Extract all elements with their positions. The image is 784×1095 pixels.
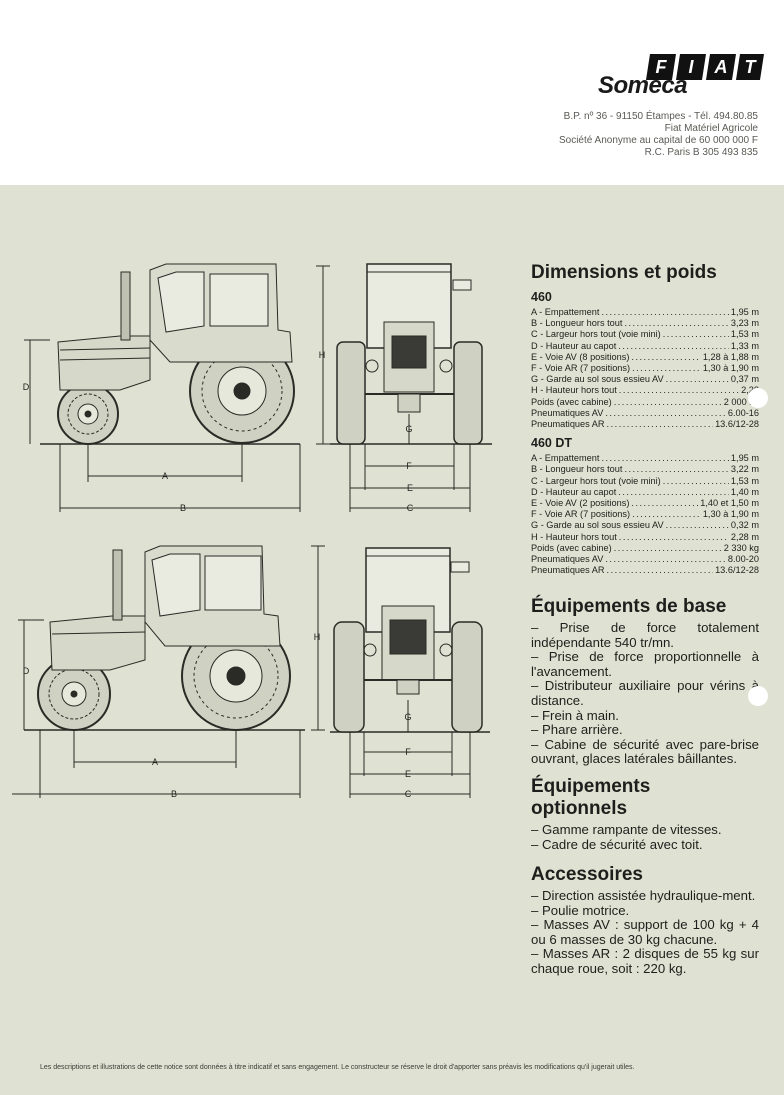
dimensions-section: Dimensions et poids 460 A - Empattement1… <box>531 262 759 576</box>
label-a: A <box>152 757 158 767</box>
list-item: – Masses AV : support de 100 kg + 4 ou 6… <box>531 917 759 947</box>
label-b: B <box>171 789 177 799</box>
label-d: D <box>23 666 30 676</box>
tractor-front-view-460dt <box>330 547 490 798</box>
label-d: D <box>23 382 30 392</box>
list-item: – Distributeur auxiliaire pour vérins à … <box>531 678 759 708</box>
model-title: 460 <box>531 290 552 304</box>
label-h: H <box>314 632 321 642</box>
someca-logo-text: Someca <box>598 72 688 99</box>
label-a: A <box>162 471 168 481</box>
spec-row: A - Empattement1,95 m <box>531 307 759 318</box>
spec-row: G - Garde au sol sous essieu AV0,37 m <box>531 374 759 385</box>
spec-list-460: A - Empattement1,95 m B - Longueur hors … <box>531 307 759 430</box>
spec-row: C - Largeur hors tout (voie mini)1,53 m <box>531 329 759 340</box>
spec-list-460dt: A - Empattement1,95 m B - Longueur hors … <box>531 453 759 576</box>
address-line: B.P. nº 36 - 91150 Étampes - Tél. 494.80… <box>563 111 758 122</box>
header-band <box>0 0 784 185</box>
address-line: Fiat Matériel Agricole <box>664 123 758 134</box>
spec-row: A - Empattement1,95 m <box>531 453 759 464</box>
footer-disclaimer: Les descriptions et illustrations de cet… <box>40 1064 635 1071</box>
company-address: B.P. nº 36 - 91150 Étampes - Tél. 494.80… <box>559 111 758 159</box>
label-f: F <box>406 461 412 471</box>
spec-row: D - Hauteur au capot1,33 m <box>531 341 759 352</box>
label-c: C <box>407 503 414 513</box>
list-item: – Direction assistée hydraulique-ment. <box>531 888 756 903</box>
list-item: – Masses AR : 2 disques de 55 kg sur cha… <box>531 946 759 976</box>
spec-row: F - Voie AR (7 positions)1,30 à 1,90 m <box>531 363 759 374</box>
tractor-drawings: A B H D F E C G A B H D F E C G <box>12 263 492 799</box>
spec-row: F - Voie AR (7 positions)1,30 à 1,90 m <box>531 509 759 520</box>
fiat-letter: A <box>714 57 728 77</box>
binder-hole <box>748 388 768 408</box>
spec-row: C - Largeur hors tout (voie mini)1,53 m <box>531 476 759 487</box>
binder-hole <box>748 686 768 706</box>
optional-equipment-title-line2: optionnels <box>531 798 628 819</box>
list-item: – Cabine de sécurité avec pare-brise ouv… <box>531 736 759 767</box>
tractor-side-view-460 <box>40 263 301 512</box>
label-g: G <box>404 712 411 722</box>
optional-equipment-title-line1: Équipements <box>531 776 651 797</box>
optional-equipment-section: Équipements optionnels – Gamme rampante … <box>531 776 759 852</box>
spec-row: H - Hauteur hors tout2,28 m <box>531 532 759 543</box>
spec-row: Poids (avec cabine)2 330 kg <box>531 543 759 554</box>
list-item: – Prise de force totalement indépendante… <box>531 620 759 650</box>
label-b: B <box>180 503 186 513</box>
base-equipment-section: Équipements de base – Prise de force tot… <box>531 596 759 767</box>
model-title: 460 DT <box>531 436 572 451</box>
spec-row: H - Hauteur hors tout2,28 <box>531 385 759 396</box>
accessories-title: Accessoires <box>531 864 643 885</box>
spec-row: Poids (avec cabine)2 000 kg <box>531 397 759 408</box>
list-item: – Prise de force proportionnelle à l'ava… <box>531 649 759 679</box>
base-equipment-list: – Prise de force totalement indépendante… <box>531 620 759 767</box>
spec-row: E - Voie AV (2 positions)1,40 et 1,50 m <box>531 498 759 509</box>
spec-row: B - Longueur hors tout3,23 m <box>531 318 759 329</box>
spec-row: Pneumatiques AV6.00-16 <box>531 408 759 419</box>
spec-row: G - Garde au sol sous essieu AV0,32 m <box>531 520 759 531</box>
list-item: – Poulie motrice. <box>531 902 630 918</box>
dimensions-title: Dimensions et poids <box>531 262 717 283</box>
accessories-list: – Direction assistée hydraulique-ment. –… <box>531 888 759 977</box>
fiat-letter: I <box>688 57 694 77</box>
spec-row: D - Hauteur au capot1,40 m <box>531 487 759 498</box>
accessories-section: Accessoires – Direction assistée hydraul… <box>531 864 759 977</box>
spec-row: Pneumatiques AV8.00-20 <box>531 554 759 565</box>
fiat-letter-f: F <box>656 57 668 77</box>
address-line: Société Anonyme au capital de 60 000 000… <box>558 135 758 146</box>
list-item: – Phare arrière. <box>531 722 623 738</box>
tractor-side-view-460dt <box>24 545 305 798</box>
label-e: E <box>407 483 413 493</box>
address-line: R.C. Paris B 305 493 835 <box>644 147 758 158</box>
label-e: E <box>405 769 411 779</box>
spec-row: Pneumatiques AR13.6/12-28 <box>531 419 759 430</box>
label-c: C <box>405 789 412 799</box>
label-h: H <box>319 350 326 360</box>
base-equipment-title: Équipements de base <box>531 596 727 617</box>
list-item: – Cadre de sécurité avec toit. <box>531 836 703 852</box>
list-item: – Frein à main. <box>531 707 619 723</box>
spec-row: E - Voie AV (8 positions)1,28 à 1,88 m <box>531 352 759 363</box>
spec-row: Pneumatiques AR13.6/12-28 <box>531 565 759 576</box>
optional-equipment-list: – Gamme rampante de vitesses. – Cadre de… <box>531 822 759 852</box>
spec-row: B - Longueur hors tout3,22 m <box>531 464 759 475</box>
fiat-letter: T <box>745 57 758 77</box>
label-g: G <box>405 424 412 434</box>
tractor-front-view-460 <box>330 263 492 512</box>
label-f: F <box>405 747 411 757</box>
list-item: – Gamme rampante de vitesses. <box>531 822 722 837</box>
